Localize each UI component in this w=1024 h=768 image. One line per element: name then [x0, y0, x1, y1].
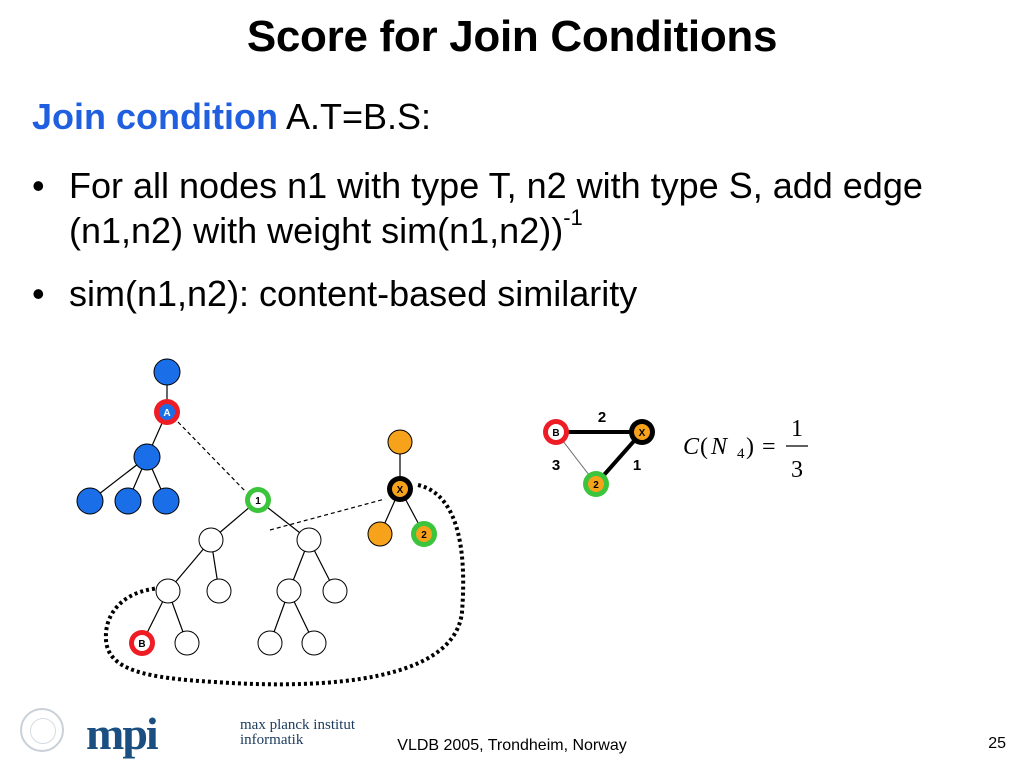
- orange-node: [367, 521, 393, 547]
- orange-node: [387, 429, 413, 455]
- blue-node: [133, 443, 161, 471]
- node-x: [392, 481, 408, 497]
- small-node-b-label: B: [552, 428, 559, 439]
- node-2: [416, 526, 432, 542]
- heading-keyword: Join condition: [32, 96, 278, 137]
- institute-line-1: max planck institut: [240, 717, 355, 733]
- page-number: 25: [988, 735, 1006, 752]
- small-node-2-label: 2: [593, 480, 599, 491]
- node-1: [250, 492, 266, 508]
- heading-expression: A.T=B.S:: [286, 96, 432, 137]
- institute-name: max planck institut informatik: [240, 718, 355, 748]
- white-node: [257, 630, 283, 656]
- blue-node: [114, 487, 142, 515]
- bullet-superscript: -1: [563, 205, 583, 230]
- white-node: [155, 578, 181, 604]
- blue-node: [152, 487, 180, 515]
- formula-c: C: [683, 434, 700, 460]
- bullet-item: For all nodes n1 with type T, n2 with ty…: [32, 163, 992, 253]
- white-node: [296, 527, 322, 553]
- dotted-connection-path: [103, 483, 466, 687]
- white-nodes: [155, 527, 348, 656]
- node-a-label: A: [163, 408, 170, 419]
- slide-title: Score for Join Conditions: [246, 12, 778, 61]
- weighted-graph: B X 2 2 3 1: [543, 409, 655, 497]
- node-1-label: 1: [255, 496, 261, 507]
- small-node-2: [588, 476, 604, 492]
- node-x-label: X: [397, 485, 404, 496]
- weight-label-bx: 2: [598, 409, 606, 426]
- small-node-x: [634, 424, 650, 440]
- max-planck-seal-icon: [20, 708, 64, 752]
- weight-label-x2: 1: [633, 457, 641, 474]
- formula-close-paren: ): [746, 434, 754, 460]
- mpi-logo: mpi: [86, 708, 159, 759]
- bullet-item: sim(n1,n2): content-based similarity: [32, 271, 992, 316]
- node-2-label: 2: [421, 530, 427, 541]
- bullet-text: For all nodes n1 with type T, n2 with ty…: [69, 165, 923, 251]
- white-node: [276, 578, 302, 604]
- blue-nodes: [76, 358, 181, 515]
- node-b-label: B: [138, 639, 145, 650]
- formula-open-paren: (: [700, 434, 708, 460]
- formula-n: N: [710, 434, 729, 460]
- node-b: [134, 635, 150, 651]
- institute-line-2: informatik: [240, 732, 304, 748]
- score-formula: C ( N 4 ) = 1 3: [683, 416, 808, 483]
- node-a: [159, 404, 175, 420]
- white-node: [206, 578, 232, 604]
- join-condition-heading: Join condition A.T=B.S:: [32, 96, 431, 138]
- white-node: [198, 527, 224, 553]
- join-edges: [177, 421, 386, 531]
- white-node: [301, 630, 327, 656]
- small-node-b: [548, 424, 564, 440]
- formula-denominator: 3: [791, 457, 803, 483]
- weight-label-b2: 3: [552, 457, 560, 474]
- white-node: [322, 578, 348, 604]
- formula-numerator: 1: [791, 416, 803, 442]
- white-node: [174, 630, 200, 656]
- footer-conference: VLDB 2005, Trondheim, Norway: [397, 737, 627, 754]
- bullet-text: sim(n1,n2): content-based similarity: [69, 273, 638, 314]
- formula-equals: =: [762, 434, 776, 460]
- bullet-list: For all nodes n1 with type T, n2 with ty…: [32, 163, 992, 334]
- blue-node: [76, 487, 104, 515]
- formula-subscript: 4: [737, 446, 745, 462]
- blue-node: [153, 358, 181, 386]
- small-node-x-label: X: [639, 428, 646, 439]
